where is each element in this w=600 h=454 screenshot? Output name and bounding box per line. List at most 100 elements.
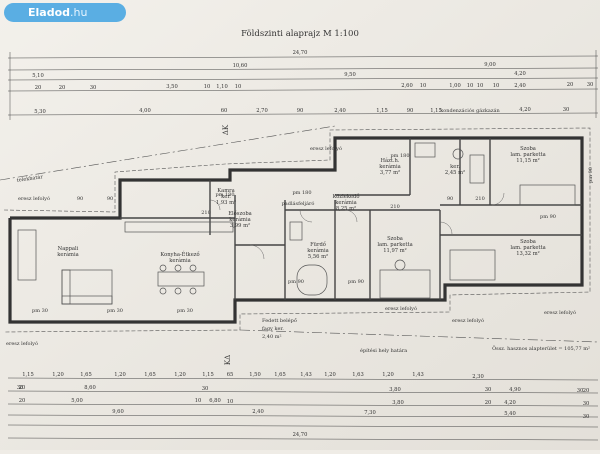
plan-note: ΔK bbox=[222, 124, 230, 135]
dimension-label: 60 bbox=[221, 108, 228, 114]
plan-note: 210 bbox=[201, 210, 211, 216]
dimension-label: 10 bbox=[195, 398, 202, 404]
dimension-label: 20 bbox=[567, 82, 574, 88]
room-floor: kerámia bbox=[169, 257, 190, 264]
dimension-label: 9,00 bbox=[484, 62, 496, 68]
dimension-label: 1,65 bbox=[80, 372, 92, 378]
dimension-label: 3,50 bbox=[166, 84, 178, 90]
dimension-label: 5,40 bbox=[504, 411, 516, 417]
plan-note: 90 bbox=[447, 196, 453, 202]
plan-note: kondenzációs gázkazán bbox=[440, 107, 500, 114]
plan-note: eresz lefolyó bbox=[310, 145, 342, 152]
furniture bbox=[17, 142, 576, 305]
dimension-label: 4,00 bbox=[139, 108, 151, 114]
room-name: Szoba bbox=[520, 239, 536, 245]
dimension-label: 3,80 bbox=[389, 387, 401, 393]
dimension-label: 30 bbox=[583, 414, 590, 420]
dimension-label: 2,60 bbox=[401, 83, 413, 89]
dimension-label: 7,30 bbox=[364, 410, 376, 416]
door-swings bbox=[209, 192, 505, 260]
dimension-label: 20 bbox=[19, 385, 26, 391]
plan-note: 210 bbox=[390, 204, 400, 210]
dimension-label: 30 bbox=[202, 386, 209, 392]
room-name: Előszoba bbox=[228, 210, 252, 217]
dimension-label: 30 bbox=[17, 385, 24, 391]
plan-note: fagy ker. bbox=[262, 326, 284, 332]
room-area: 11,15 m² bbox=[516, 158, 540, 164]
dimension-label: 1,15 bbox=[202, 372, 214, 378]
dimension-label: 30 bbox=[583, 401, 590, 407]
room-floor: ker. bbox=[221, 194, 231, 200]
dimension-label: 1,65 bbox=[274, 372, 286, 378]
room-floor: kerámia bbox=[229, 216, 250, 223]
dimension-label: 10 bbox=[477, 83, 484, 89]
room-name: ker. bbox=[450, 164, 460, 170]
room-area: 1,93 m² bbox=[216, 200, 236, 206]
plan-note: 210 bbox=[475, 196, 485, 202]
dimension-label: 20 bbox=[19, 398, 26, 404]
plan-note: 90 bbox=[107, 196, 113, 202]
dimension-label: 2,40 bbox=[252, 409, 264, 415]
dimension-label: 2,30 bbox=[472, 374, 484, 380]
dimension-label: 10 bbox=[420, 83, 427, 89]
plan-note: építési hely határa bbox=[360, 347, 407, 354]
dimension-label: 4,20 bbox=[519, 107, 531, 113]
plan-note: pm 180 bbox=[292, 190, 311, 196]
dimension-label: 30 bbox=[563, 107, 570, 113]
plan-note: KΔ bbox=[224, 355, 232, 365]
room-area: 11,97 m² bbox=[383, 248, 407, 254]
plan-note: pm 180 bbox=[215, 192, 234, 198]
plan-note: pm 30 bbox=[32, 308, 48, 314]
room-name: Nappali bbox=[58, 246, 79, 252]
dimension-label: 5,30 bbox=[34, 109, 46, 115]
dimension-label: 1,15 bbox=[376, 108, 388, 114]
dimension-label: 10 bbox=[467, 83, 474, 89]
dimension-label: 1,43 bbox=[412, 372, 424, 378]
room-area: 3,77 m² bbox=[380, 170, 400, 176]
dimension-label: 30 bbox=[577, 388, 584, 394]
dimension-label: 1,43 bbox=[300, 372, 312, 378]
dimension-label: 9,60 bbox=[112, 409, 124, 415]
room-floor: kerámia bbox=[57, 251, 78, 258]
dimension-label: 1,20 bbox=[114, 372, 126, 378]
dimension-label: 5,10 bbox=[32, 73, 44, 79]
dimension-label: 20 bbox=[485, 400, 492, 406]
plan-note: padlásfeljáró bbox=[282, 200, 315, 207]
dimension-label: 4,20 bbox=[504, 400, 516, 406]
plan-note: pm 30 bbox=[107, 308, 123, 314]
plan-note: pm 30 bbox=[177, 308, 193, 314]
plan-title: Földszinti alaprajz M 1:100 bbox=[241, 29, 359, 39]
plan-note: eresz lefolyó bbox=[6, 340, 38, 347]
dimension-label: 6,80 bbox=[209, 398, 221, 404]
plan-note: pm 90 bbox=[588, 167, 594, 183]
room-floor: lam. parketta bbox=[377, 242, 412, 248]
plan-note: pm 180 bbox=[390, 153, 409, 159]
room-name: Konyha-Étkező bbox=[160, 250, 199, 258]
plan-note: eresz lefolyó bbox=[452, 317, 484, 324]
dimension-label: 30 bbox=[587, 82, 594, 88]
dimension-label: 2,40 bbox=[514, 83, 526, 89]
dimension-label: 1,15 bbox=[22, 372, 34, 378]
room-area: 13,32 m² bbox=[516, 251, 540, 257]
room-floor: kerámia bbox=[335, 199, 356, 206]
plan-note: eresz lefolyó bbox=[18, 195, 50, 202]
bottom-dimension-lines bbox=[7, 377, 599, 441]
top-dimension-lines bbox=[7, 50, 599, 120]
plan-notes: eresz lefolyó eresz lefolyó eresz lefolyó e… bbox=[6, 107, 594, 365]
dimension-label: 5,00 bbox=[71, 398, 83, 404]
dimension-label: 1,50 bbox=[249, 372, 261, 378]
dimension-label: 4,20 bbox=[514, 71, 526, 77]
dimension-label: 1,65 bbox=[144, 372, 156, 378]
plan-note: 90 bbox=[77, 196, 83, 202]
dimension-label: 2,70 bbox=[256, 108, 268, 114]
plan-note: Fedett belépő bbox=[262, 317, 297, 324]
area-summary: Össz. hasznos alapterület = 105,77 m² bbox=[492, 345, 590, 352]
dimension-label: 1,10 bbox=[216, 84, 228, 90]
dimension-label: 30 bbox=[485, 387, 492, 393]
dimension-label: 1,63 bbox=[352, 372, 364, 378]
room-name: Házt.h. bbox=[380, 157, 399, 164]
room-floor: kerámia bbox=[379, 163, 400, 170]
